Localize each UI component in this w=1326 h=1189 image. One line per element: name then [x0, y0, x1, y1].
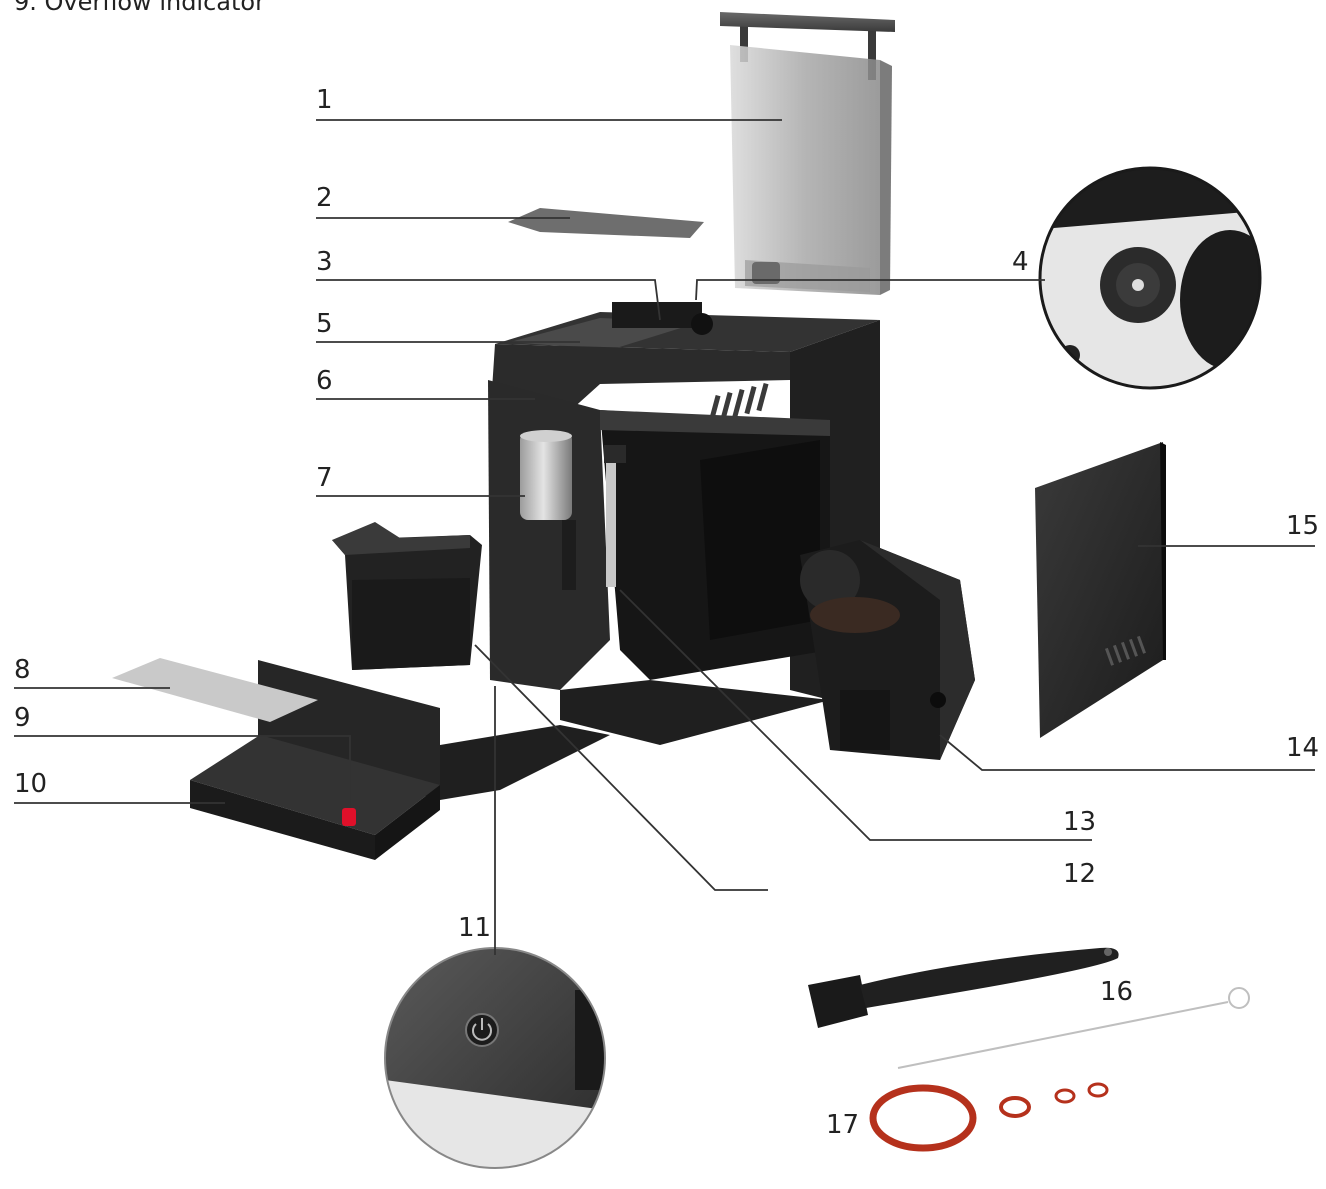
leader-4 — [695, 279, 1045, 301]
label-8: 8 — [14, 655, 31, 685]
label-14: 14 — [1286, 733, 1319, 763]
label-3: 3 — [316, 247, 333, 277]
drip-tray — [112, 658, 610, 860]
zoom-grinder-knob — [1038, 166, 1262, 390]
label-9: 9 — [14, 703, 31, 733]
cleaning-brush — [808, 947, 1250, 1069]
service-cover — [1035, 442, 1166, 738]
grounds-container — [332, 522, 482, 670]
label-4: 4 — [1012, 247, 1029, 277]
label-1: 1 — [316, 85, 333, 115]
leader-lines — [14, 119, 1315, 955]
label-11: 11 — [458, 913, 491, 943]
caption: 9. Overflow indicator — [14, 0, 265, 16]
leader-14 — [939, 734, 1315, 771]
label-5: 5 — [316, 309, 333, 339]
label-2: 2 — [316, 183, 333, 213]
overflow-indicator-red — [342, 808, 356, 826]
label-10: 10 — [14, 769, 47, 799]
leader-3 — [316, 279, 661, 321]
label-15: 15 — [1286, 511, 1319, 541]
label-6: 6 — [316, 366, 333, 396]
zoom-power-button — [384, 947, 606, 1169]
bean-lid — [508, 208, 704, 238]
coffee-dispenser — [520, 430, 576, 590]
machine-body — [488, 302, 880, 745]
label-12: 12 — [1063, 859, 1096, 889]
brewing-unit — [800, 540, 975, 760]
steam-pipe — [604, 445, 626, 587]
o-rings — [869, 1082, 1109, 1152]
label-17: 17 — [826, 1110, 859, 1140]
leader-13 — [619, 589, 1092, 841]
leader-9 — [14, 735, 351, 808]
label-13: 13 — [1063, 807, 1096, 837]
label-7: 7 — [316, 463, 333, 493]
label-16: 16 — [1100, 977, 1133, 1007]
water-tank — [720, 12, 895, 295]
leader-12 — [474, 644, 768, 891]
callout-labels: 1 2 3 4 5 6 7 8 9 10 11 12 13 14 15 16 1… — [14, 85, 1319, 1140]
